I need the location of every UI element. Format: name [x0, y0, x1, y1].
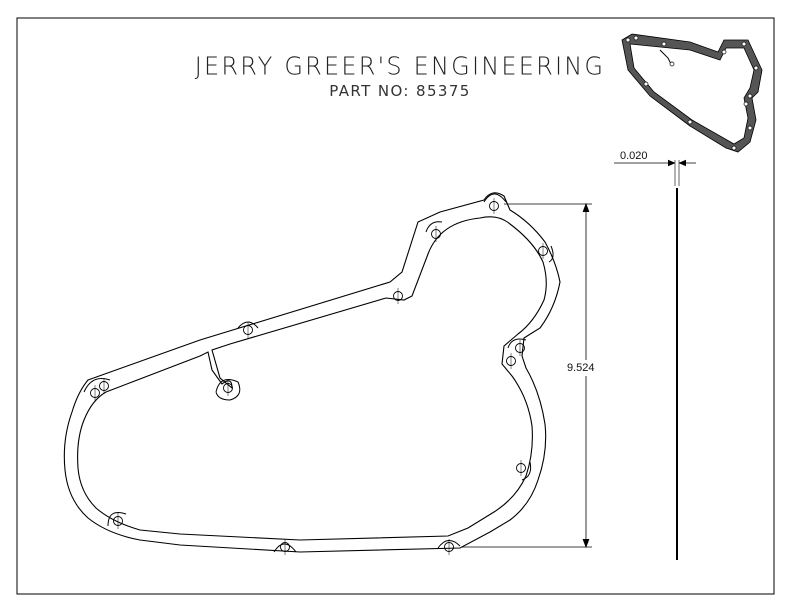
gasket-outline-outer: [63, 192, 561, 553]
gasket-outline-inner: [77, 216, 547, 541]
arrow-right: [667, 159, 676, 167]
gasket-thumbnail: [621, 33, 763, 153]
arrow-left: [678, 159, 687, 167]
arrow-down: [582, 538, 590, 549]
thickness-view: [614, 159, 696, 560]
part-number: PART NO: 85375: [329, 82, 471, 100]
thickness-dimension-label: 0.020: [620, 150, 648, 162]
drawing-title: JERRY GREER'S ENGINEERING: [194, 51, 606, 81]
arrow-up: [582, 202, 590, 213]
height-dimension: [462, 202, 592, 549]
bolt-bosses: [83, 193, 554, 553]
bolt-holes: [90, 201, 548, 552]
drawing-border: [16, 17, 775, 595]
hole-center-marks: [94, 198, 544, 555]
height-dimension-label: 9.524: [567, 362, 595, 374]
